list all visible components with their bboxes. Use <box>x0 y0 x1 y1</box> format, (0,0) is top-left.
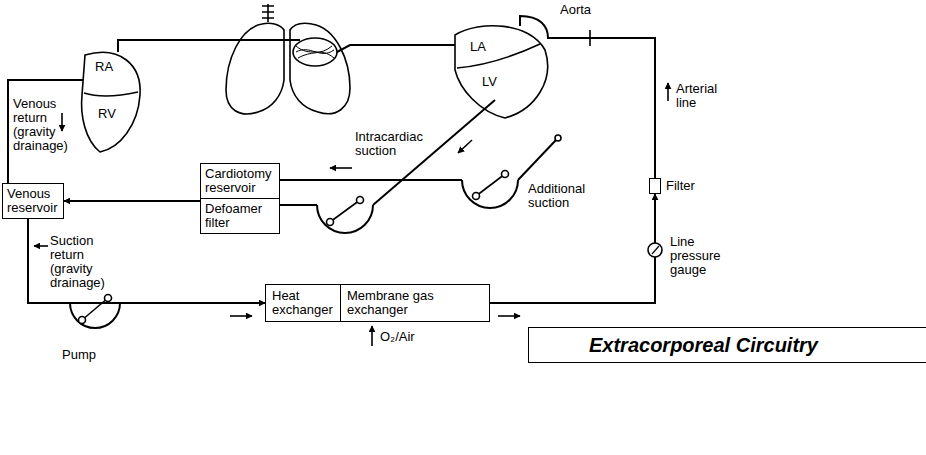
box-text: Cardiotomy reservoir <box>201 164 279 199</box>
suction-line <box>280 204 317 206</box>
box-text: Membrane gas exchanger <box>341 285 489 321</box>
line-label: Venous return (gravity drainage) <box>13 97 68 153</box>
flow-arrow <box>458 140 472 153</box>
pump-roller <box>502 171 509 178</box>
pump-roller <box>327 219 334 226</box>
vessel-label: Aorta <box>560 3 591 17</box>
flow-arrow <box>61 113 63 131</box>
component-label: Pump <box>62 348 96 362</box>
venous-return-tube <box>8 80 83 183</box>
box-text: Heat exchanger <box>266 285 341 321</box>
caption-box: Extracorporeal Circuitry <box>528 327 926 363</box>
capillary-lines <box>296 46 334 58</box>
left-heart <box>455 26 548 118</box>
exchanger-box: Heat exchangerMembrane gas exchanger <box>265 284 490 322</box>
capillary-bundle <box>293 38 337 66</box>
additional-suction-tube <box>518 140 556 180</box>
roller-pump <box>462 180 518 208</box>
pump-roller <box>79 317 86 324</box>
trachea <box>262 4 274 22</box>
filter-box: Filter <box>649 178 661 194</box>
line-label: Arterial line <box>676 82 726 110</box>
pump-rotor <box>330 200 360 222</box>
reservoir-box: Venous reservoir <box>2 183 64 219</box>
arterial-pump <box>70 303 120 328</box>
pump-roller <box>105 295 112 302</box>
suction-line <box>280 179 462 181</box>
lung-right <box>290 23 350 113</box>
caption-text: Extracorporeal Circuitry <box>589 334 818 356</box>
tubing-connector <box>64 200 200 202</box>
pressure-gauge <box>648 243 662 257</box>
line-label: Suction return (gravity drainage) <box>50 234 116 290</box>
chamber-label: RV <box>98 107 116 121</box>
pump-rotor <box>476 174 505 196</box>
box-text: Filter <box>666 179 695 193</box>
roller-pump <box>317 205 373 233</box>
pulmonary-artery <box>118 40 300 52</box>
reservoir-box: Cardiotomy reservoirDefoamer filter <box>200 163 280 234</box>
gauge-needle <box>652 246 659 254</box>
gas-arrow <box>371 326 373 346</box>
flow-arrow <box>330 167 352 169</box>
pump-roller <box>357 197 364 204</box>
tubing-connector <box>490 194 655 303</box>
cannula-tick <box>589 30 591 46</box>
flow-arrow <box>498 315 520 317</box>
box-text: Venous reservoir <box>3 184 63 218</box>
atrio-ventricular-line <box>84 92 138 96</box>
box-text: Defoamer filter <box>201 199 279 233</box>
pulmonary-vein <box>337 45 455 52</box>
suction-tip <box>555 135 561 141</box>
pump-rotor <box>82 298 108 320</box>
flow-arrow <box>34 245 48 247</box>
right-heart <box>82 52 141 152</box>
component-label: Line pressure gauge <box>670 235 730 277</box>
chamber-label: LV <box>482 75 497 89</box>
line-label: Additional suction <box>528 182 600 210</box>
flow-arrow <box>667 83 669 101</box>
atrio-ventricular-line <box>457 44 540 68</box>
gas-label: O₂/Air <box>380 330 415 344</box>
chamber-label: LA <box>470 40 486 54</box>
pump-roller <box>473 193 480 200</box>
aorta-tube <box>520 16 655 178</box>
line-label: Intracardiac suction <box>355 130 427 158</box>
chamber-label: RA <box>95 60 113 74</box>
flow-arrow <box>230 315 252 317</box>
lung-left <box>226 23 284 114</box>
